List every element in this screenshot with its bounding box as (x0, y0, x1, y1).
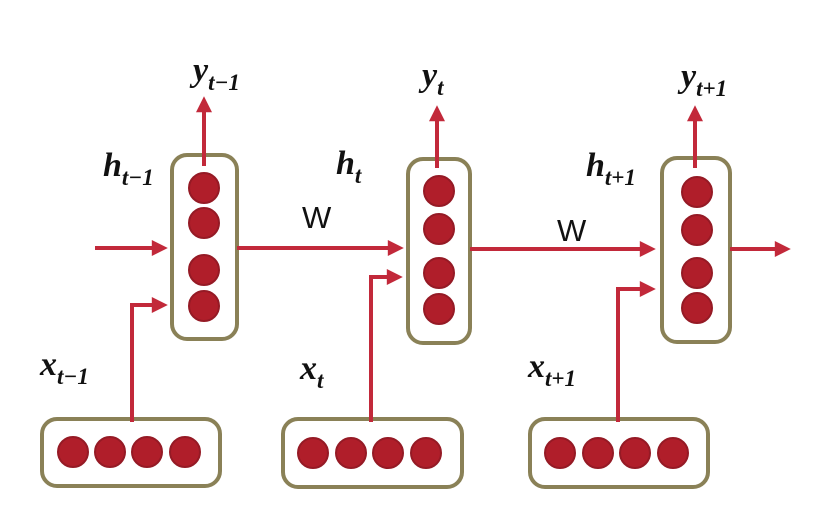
neuron-node (57, 436, 89, 468)
label-x-t-plus-1-sub: t+1 (545, 366, 576, 391)
label-y-t-minus-1: yt−1 (189, 52, 240, 95)
label-x-t-main: x (299, 350, 317, 387)
neuron-node (372, 437, 404, 469)
label-y-t-minus-1-main: y (189, 52, 209, 89)
neuron-node (423, 213, 455, 245)
neuron-node (681, 292, 713, 324)
label-y-t: yt (418, 57, 444, 100)
label-y-t-sub: t (437, 75, 444, 100)
label-h-t-plus-1-main: h (586, 147, 605, 184)
neuron-node (544, 437, 576, 469)
label-h-t-plus-1: ht+1 (586, 147, 636, 190)
label-y-t-minus-1-sub: t−1 (208, 70, 240, 95)
neuron-node (423, 175, 455, 207)
label-h-t-minus-1: ht−1 (103, 147, 154, 190)
neuron-node (423, 257, 455, 289)
neuron-node (188, 207, 220, 239)
label-h-t-minus-1-sub: t−1 (122, 165, 154, 190)
neuron-node (410, 437, 442, 469)
label-weight-w2: W (557, 213, 587, 248)
neuron-node (188, 290, 220, 322)
label-x-t-minus-1-sub: t−1 (57, 364, 89, 389)
neuron-node (188, 254, 220, 286)
neuron-node (169, 436, 201, 468)
label-weight-w1: W (302, 200, 332, 235)
label-x-t-plus-1: xt+1 (527, 348, 576, 391)
input-arrow-x-t (369, 269, 403, 422)
neuron-node (619, 437, 651, 469)
neuron-node (423, 293, 455, 325)
label-x-t-minus-1: xt−1 (39, 346, 89, 389)
neuron-node (657, 437, 689, 469)
input-arrow-x-t-minus-1 (130, 297, 168, 422)
neuron-node (297, 437, 329, 469)
label-y-t-plus-1-main: y (677, 58, 697, 95)
neuron-node (188, 172, 220, 204)
label-y-t-plus-1: yt+1 (677, 58, 727, 101)
label-y-t-plus-1-sub: t+1 (696, 76, 727, 101)
neuron-node (582, 437, 614, 469)
label-x-t-minus-1-main: x (39, 346, 57, 383)
neuron-node (335, 437, 367, 469)
label-h-t: ht (336, 145, 362, 188)
label-x-t: xt (299, 350, 324, 393)
neuron-node (681, 257, 713, 289)
neuron-node (681, 176, 713, 208)
label-h-t-plus-1-sub: t+1 (605, 165, 636, 190)
neuron-node (94, 436, 126, 468)
label-y-t-main: y (418, 57, 438, 94)
neuron-node (681, 214, 713, 246)
label-x-t-plus-1-main: x (527, 348, 545, 385)
input-arrow-x-t-plus-1 (616, 281, 656, 422)
label-h-t-sub: t (355, 163, 362, 188)
label-h-t-minus-1-main: h (103, 147, 122, 184)
label-h-t-main: h (336, 145, 355, 182)
neuron-node (131, 436, 163, 468)
label-x-t-sub: t (317, 368, 324, 393)
